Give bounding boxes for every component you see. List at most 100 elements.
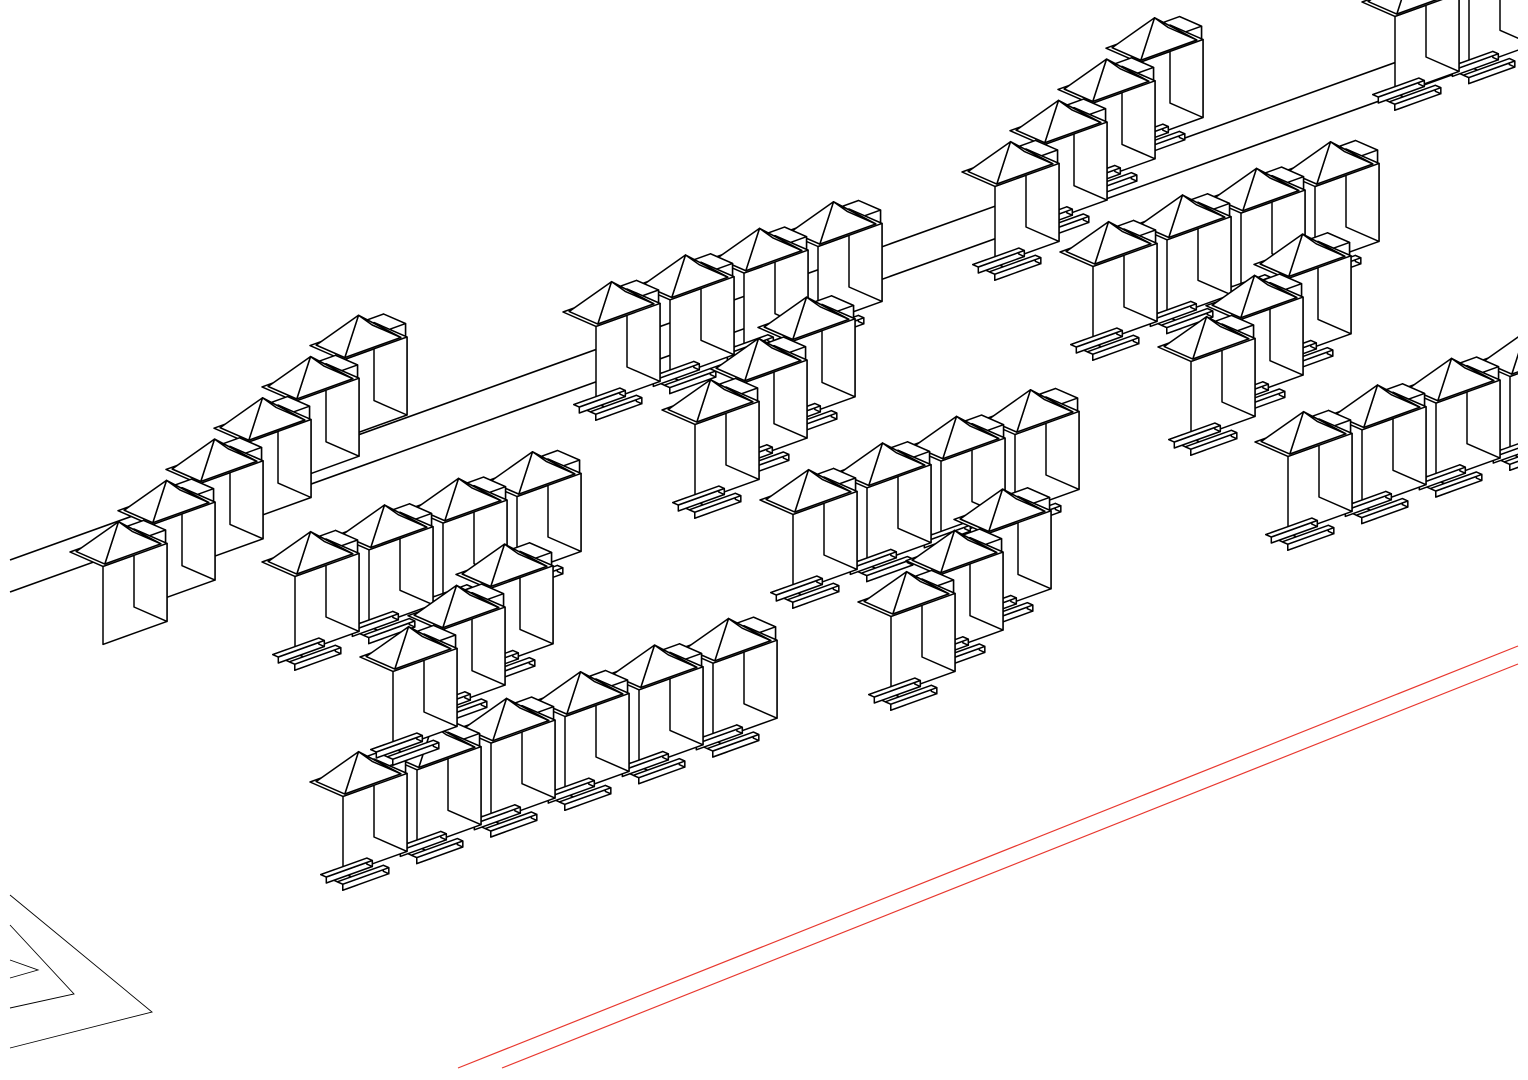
cluster-far-east-terrace-hip-2-roof-side — [1376, 384, 1421, 408]
cluster-south-column-hip-2-roof-left — [413, 584, 458, 629]
cluster-east-terrace-court-1 — [1070, 327, 1140, 361]
cluster-south-terrace-hip-1-roof-left — [315, 750, 360, 795]
cluster-center-column-hip-2-roof-side — [757, 337, 802, 362]
cluster-center-terrace-court-1 — [573, 387, 643, 421]
cluster-east-column-hip-2-roof-side — [1253, 274, 1298, 299]
cluster-south-column-hip-1-roof-left — [365, 625, 410, 670]
cluster-south-terrace-house-4 — [531, 669, 630, 812]
cluster-west-column-hip-4-roof-left — [219, 397, 264, 441]
cluster-north-column-hip-4-roof-side — [1153, 17, 1198, 41]
cluster-east-terrace-hip-4-roof-side — [1329, 141, 1374, 165]
cluster-mid-column-hip-2-roof-left — [911, 529, 956, 574]
cluster-west-column-hip-1-roof-left — [75, 520, 120, 565]
cluster-center-terrace-house-2 — [636, 253, 735, 395]
cluster-west-terrace-house-1 — [261, 529, 360, 671]
cluster-east-column — [1157, 232, 1352, 456]
cluster-south-terrace-court-4-wall-c-roof — [558, 784, 612, 806]
cluster-west-column-hip-3-roof-left — [171, 438, 216, 483]
cluster-east-terrace-court-2-wall-c-roof — [1160, 307, 1214, 329]
cluster-south-column-court-1 — [370, 732, 440, 766]
cluster-top-right — [1361, 0, 1528, 111]
cluster-mid-terrace-court-1 — [770, 575, 840, 609]
cluster-center-column — [661, 295, 856, 519]
building-clusters — [69, 0, 1528, 891]
cluster-west-column — [69, 313, 408, 646]
cluster-west-terrace — [261, 449, 582, 671]
cluster-mid-terrace-hip-4-roof-side — [1029, 389, 1074, 413]
cluster-south-terrace-court-1-wall-c-roof — [336, 864, 390, 885]
cluster-east-terrace — [1059, 139, 1380, 361]
cluster-far-east-terrace-court-4-wall-c-roof — [1503, 456, 1518, 466]
cluster-east-column-court-1-wall-c-roof — [1184, 429, 1238, 450]
cluster-west-column-house-1 — [69, 519, 168, 646]
cluster-center-column-house-1 — [661, 377, 760, 519]
boundary-line-red-inner — [501, 663, 1519, 1069]
corner-plot-outline — [9, 894, 153, 1049]
cluster-far-east-terrace-block-4-front — [1509, 372, 1518, 456]
cluster-west-terrace-court-1-wall-b-roof — [272, 637, 326, 658]
cluster-top-right-court-2-wall-c-roof — [1462, 57, 1516, 79]
cluster-top-right-block-2-side — [1499, 0, 1518, 39]
cluster-mid-column-hip-1-roof-side — [905, 570, 950, 595]
cluster-north-column-hip-2-roof-left — [1015, 99, 1060, 144]
cluster-mid-column — [857, 487, 1052, 711]
cluster-north-column-house-1 — [961, 139, 1060, 281]
cluster-top-right-hip-1-roof-left — [1367, 0, 1403, 15]
cluster-west-column-hip-6-roof-left — [315, 314, 360, 359]
cluster-south-column-hip-2-roof-side — [455, 584, 500, 609]
cluster-center-column-court-1-wall-c-roof — [688, 492, 742, 513]
cluster-mid-terrace-house-4 — [981, 387, 1080, 530]
cluster-west-terrace-hip-1-roof-left — [267, 530, 312, 575]
cluster-top-right-court-1 — [1372, 77, 1442, 111]
cluster-south-terrace-court-3-wall-c-roof — [484, 811, 538, 832]
cluster-west-terrace-hip-1-roof-side — [309, 530, 354, 555]
cluster-mid-terrace-house-2 — [833, 441, 932, 583]
cluster-west-column-hip-4-roof-side — [261, 397, 306, 421]
cluster-top-right-court-1-wall-b-roof — [1372, 77, 1426, 98]
cluster-mid-column-court-1-wall-b-roof — [868, 677, 922, 698]
cluster-east-terrace-court-1-wall-b-roof — [1070, 327, 1124, 348]
cluster-top-right-court-1-wall-c-roof — [1388, 84, 1442, 105]
cluster-north-column-hip-4-roof-left — [1111, 17, 1156, 61]
cluster-mid-terrace-court-1-wall-b-roof — [770, 575, 824, 596]
cluster-center-column-court-1 — [672, 485, 742, 519]
cluster-center-column-hip-3-roof-side — [805, 296, 850, 321]
cluster-far-east-terrace-court-3-wall-c-roof — [1429, 471, 1483, 492]
cluster-far-east-terrace — [1254, 336, 1518, 551]
cluster-south-column-house-2 — [407, 583, 506, 725]
boundary-line-red-outer — [457, 645, 1519, 1069]
cluster-west-terrace-house-4 — [483, 449, 582, 592]
cluster-east-column-hip-3-roof-left — [1259, 233, 1304, 278]
cluster-south-terrace-court-1 — [320, 857, 390, 891]
cluster-north-column — [961, 15, 1204, 281]
cluster-south-column-house-1 — [359, 624, 458, 766]
cluster-north-column-hip-2-roof-side — [1057, 99, 1102, 124]
cluster-top-right-court-3-wall-a-roof — [1521, 36, 1528, 51]
cluster-top-right-court-3 — [1521, 25, 1528, 57]
cluster-far-east-terrace-hip-3-roof-side — [1450, 357, 1495, 382]
cluster-south-terrace-court-5-wall-c-roof — [632, 757, 686, 779]
cluster-west-column-hip-1-roof-side — [117, 520, 162, 545]
cluster-mid-column-hip-2-roof-side — [953, 529, 998, 554]
cluster-center-terrace-hip-3-roof-side — [758, 227, 803, 252]
cluster-south-terrace-house-5 — [605, 643, 704, 785]
cluster-far-east-terrace-hip-1-roof-left — [1260, 410, 1305, 455]
cluster-center-terrace-hip-1-roof-side — [610, 280, 655, 305]
cluster-east-terrace-court-1-wall-c-roof — [1086, 334, 1140, 355]
cluster-north-column-hip-3-roof-left — [1063, 58, 1108, 103]
cluster-far-east-terrace-court-1-wall-c-roof — [1281, 524, 1335, 545]
cluster-east-column-hip-1-roof-side — [1205, 315, 1250, 340]
cluster-west-column-hip-3-roof-side — [213, 438, 258, 463]
cluster-center-terrace-house-1 — [562, 279, 661, 421]
cluster-center-column-hip-3-roof-left — [763, 296, 808, 341]
cluster-east-column-hip-3-roof-side — [1301, 233, 1346, 258]
cluster-south-column-hip-3-roof-side — [503, 543, 548, 568]
cluster-east-column-court-1-wall-b-roof — [1168, 422, 1222, 443]
cluster-mid-column-court-1-wall-c-roof — [884, 684, 938, 705]
cluster-mid-terrace-hip-2-roof-side — [881, 442, 926, 466]
cluster-east-terrace-house-2 — [1133, 193, 1232, 335]
cluster-mid-column-hip-3-roof-side — [1001, 488, 1046, 513]
cluster-center-column-hip-1-roof-side — [709, 378, 754, 403]
cluster-south-terrace — [309, 616, 778, 891]
